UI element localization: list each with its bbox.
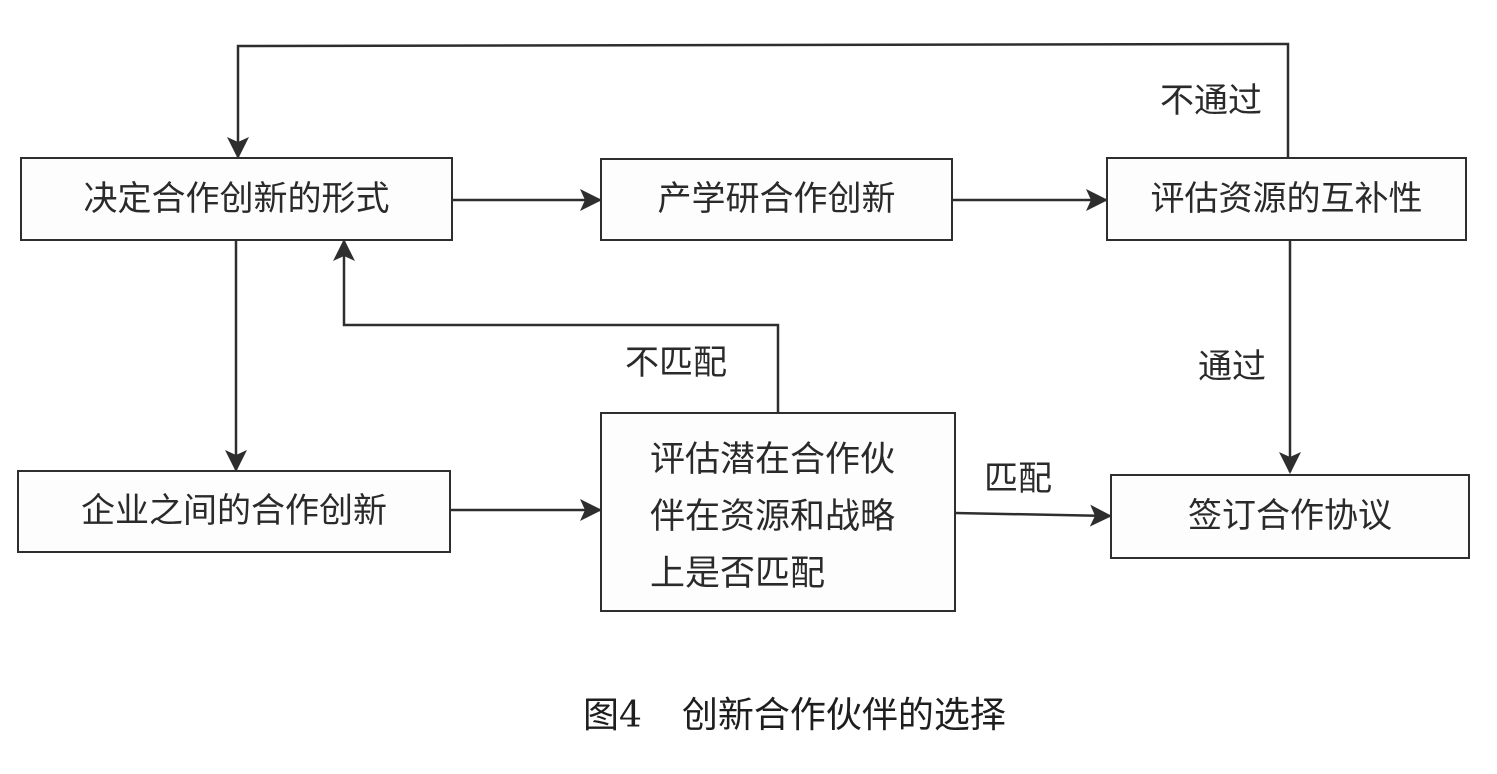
label-not-passed: 不通过 xyxy=(1160,81,1262,121)
figure-caption: 图4 创新合作伙伴的选择 xyxy=(583,698,1006,734)
box-decide-form: 决定合作创新的形式 xyxy=(20,157,453,241)
box-evaluate-partner-line-1: 评估潜在合作伙 xyxy=(650,440,896,480)
box-evaluate-partner-line-2: 伴在资源和战略 xyxy=(650,497,896,537)
arrow-matched xyxy=(954,504,1112,527)
box-inter-enterprise-label: 企业之间的合作创新 xyxy=(81,491,387,532)
box-evaluate-partner: 评估潜在合作伙 伴在资源和战略 上是否匹配 xyxy=(600,412,956,612)
box-industry-university-research: 产学研合作创新 xyxy=(600,158,953,241)
label-matched: 匹配 xyxy=(984,459,1052,499)
box-evaluate-partner-text: 评估潜在合作伙 伴在资源和战略 上是否匹配 xyxy=(650,432,895,603)
box-evaluate-complementarity-label: 评估资源的互补性 xyxy=(1150,178,1423,219)
arrow-not-matched xyxy=(333,239,780,412)
figure-number: 图4 xyxy=(583,695,642,736)
box-sign-agreement: 签订合作协议 xyxy=(1110,474,1470,559)
label-passed: 通过 xyxy=(1198,347,1266,387)
box-decide-form-label: 决定合作创新的形式 xyxy=(83,178,390,219)
box-evaluate-complementarity: 评估资源的互补性 xyxy=(1106,157,1467,241)
box-inter-enterprise: 企业之间的合作创新 xyxy=(17,470,451,553)
box-industry-university-research-label: 产学研合作创新 xyxy=(657,179,896,220)
label-not-matched: 不匹配 xyxy=(625,343,727,383)
figure-title: 创新合作伙伴的选择 xyxy=(681,695,1006,736)
box-sign-agreement-label: 签订合作协议 xyxy=(1188,496,1392,537)
box-evaluate-partner-line-3: 上是否匹配 xyxy=(650,554,826,594)
arrow-not-passed xyxy=(227,42,1290,159)
